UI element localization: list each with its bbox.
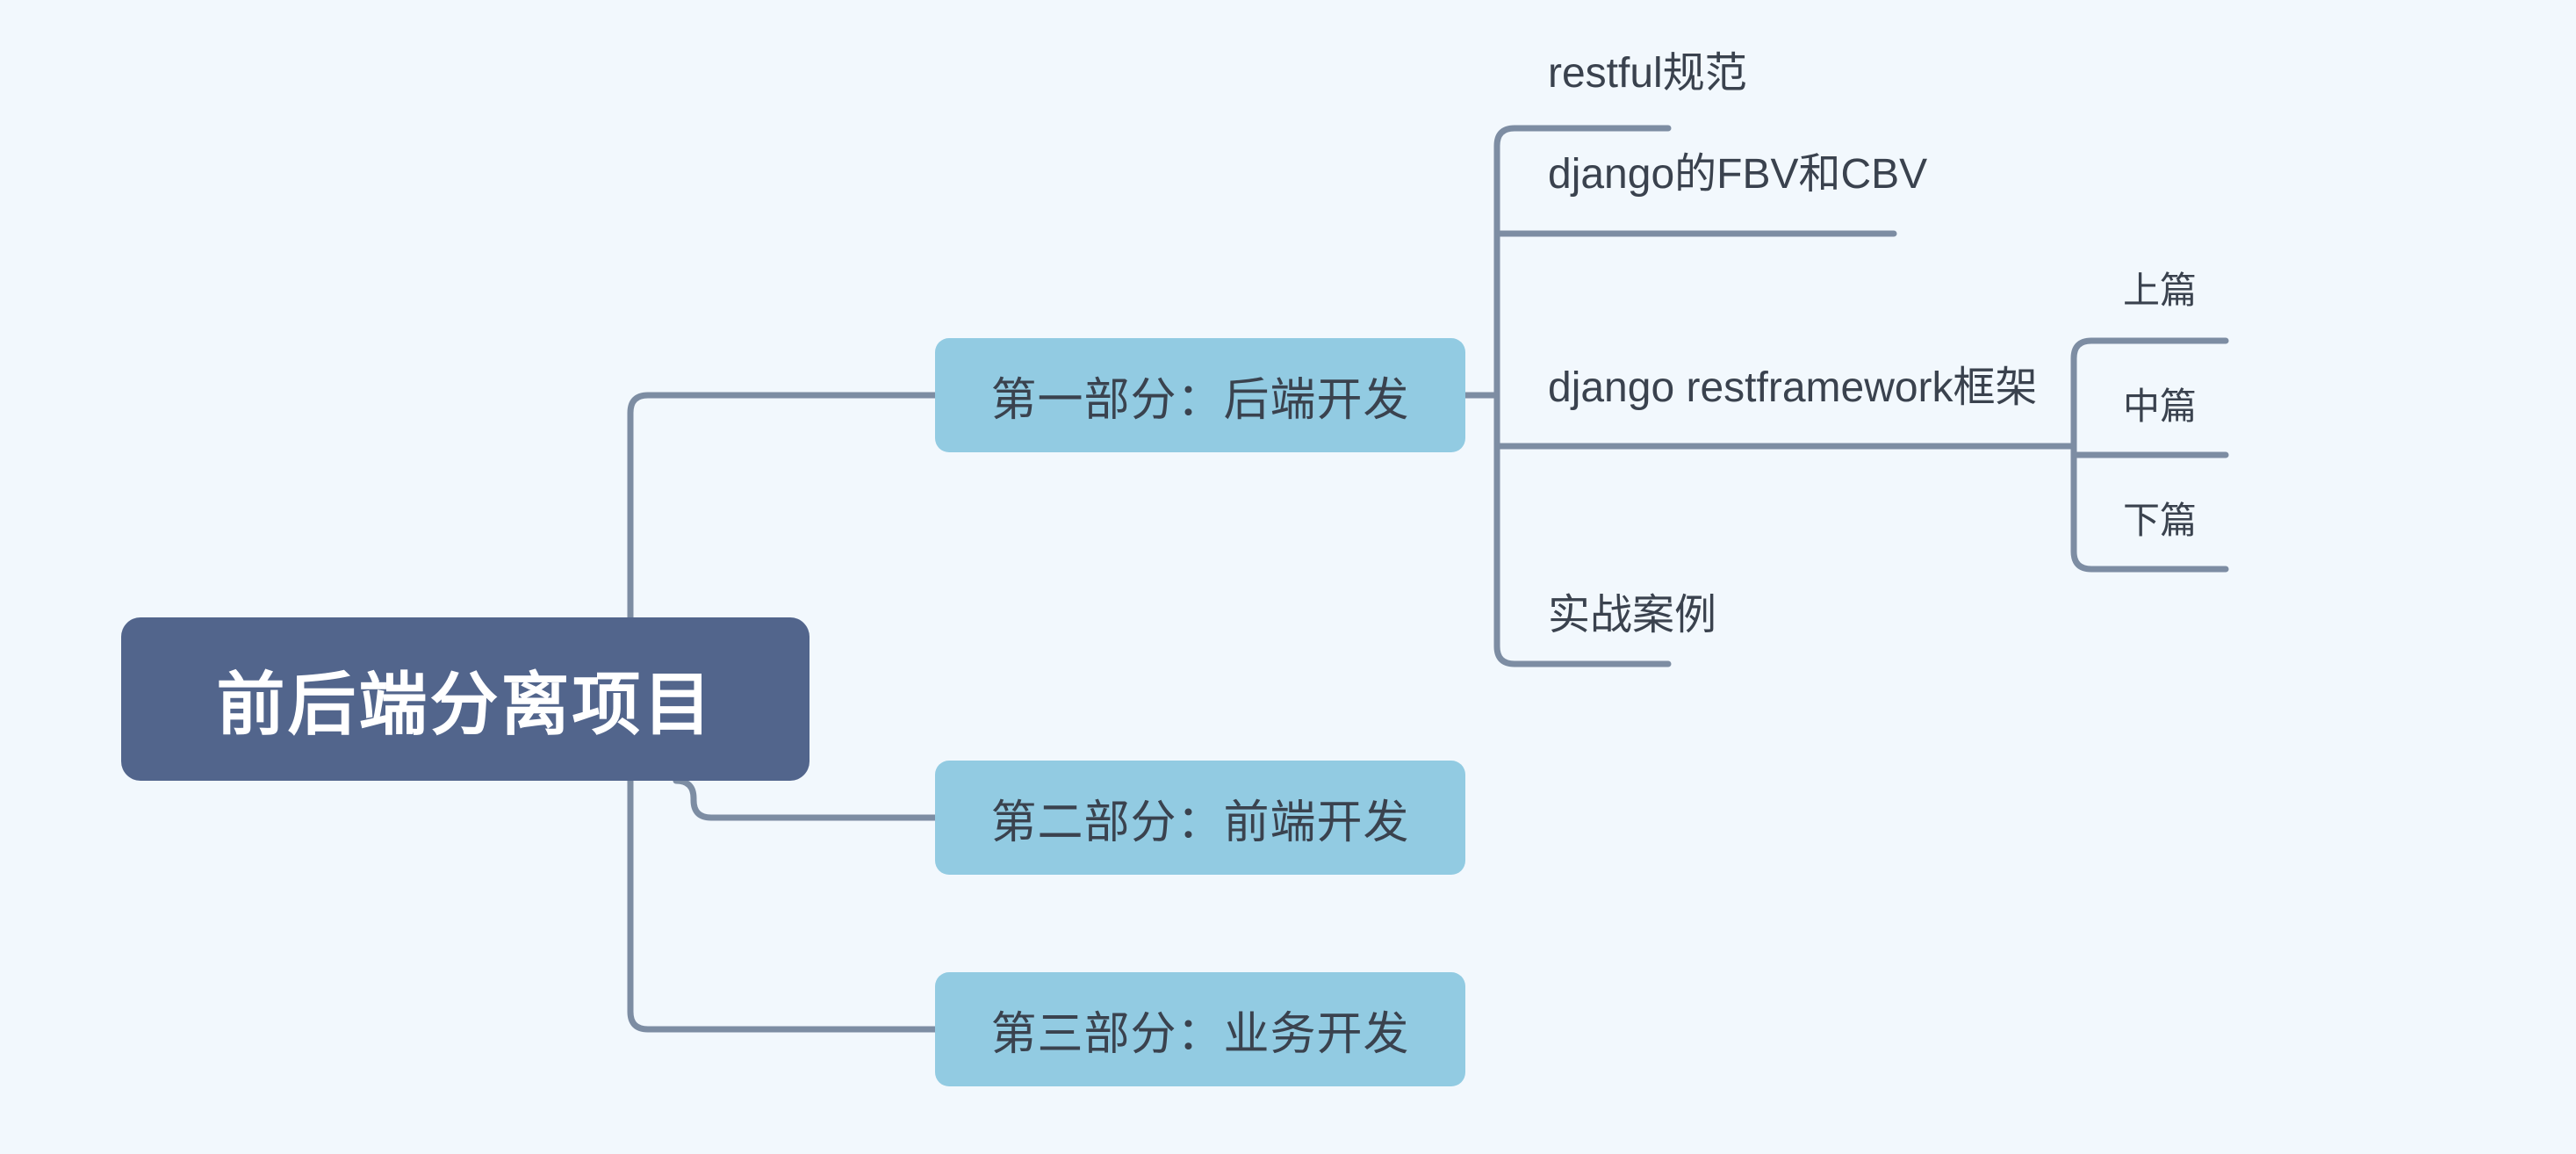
connector-root-to-branch2 [673, 777, 939, 821]
leaf-shangpian[interactable]: 上篇 [2123, 270, 2198, 311]
branch-node-business[interactable]: 第三部分：业务开发 [935, 972, 1465, 1086]
root-node[interactable]: 前后端分离项目 [121, 617, 809, 781]
connector-root-to-branch3 [627, 777, 939, 1033]
leaf-restful-spec[interactable]: restful规范 [1548, 50, 1747, 97]
leaf-practical-cases[interactable]: 实战案例 [1548, 592, 1717, 638]
leaf-django-fbv-cbv[interactable]: django的FBV和CBV [1548, 151, 1928, 198]
leaf-zhongpian[interactable]: 中篇 [2123, 386, 2198, 427]
branch-node-frontend[interactable]: 第二部分：前端开发 [935, 761, 1465, 875]
leaf-xiapian[interactable]: 下篇 [2123, 500, 2198, 541]
branch-node-backend[interactable]: 第一部分：后端开发 [935, 338, 1465, 452]
leaf-django-restframework[interactable]: django restframework框架 [1548, 364, 2038, 411]
